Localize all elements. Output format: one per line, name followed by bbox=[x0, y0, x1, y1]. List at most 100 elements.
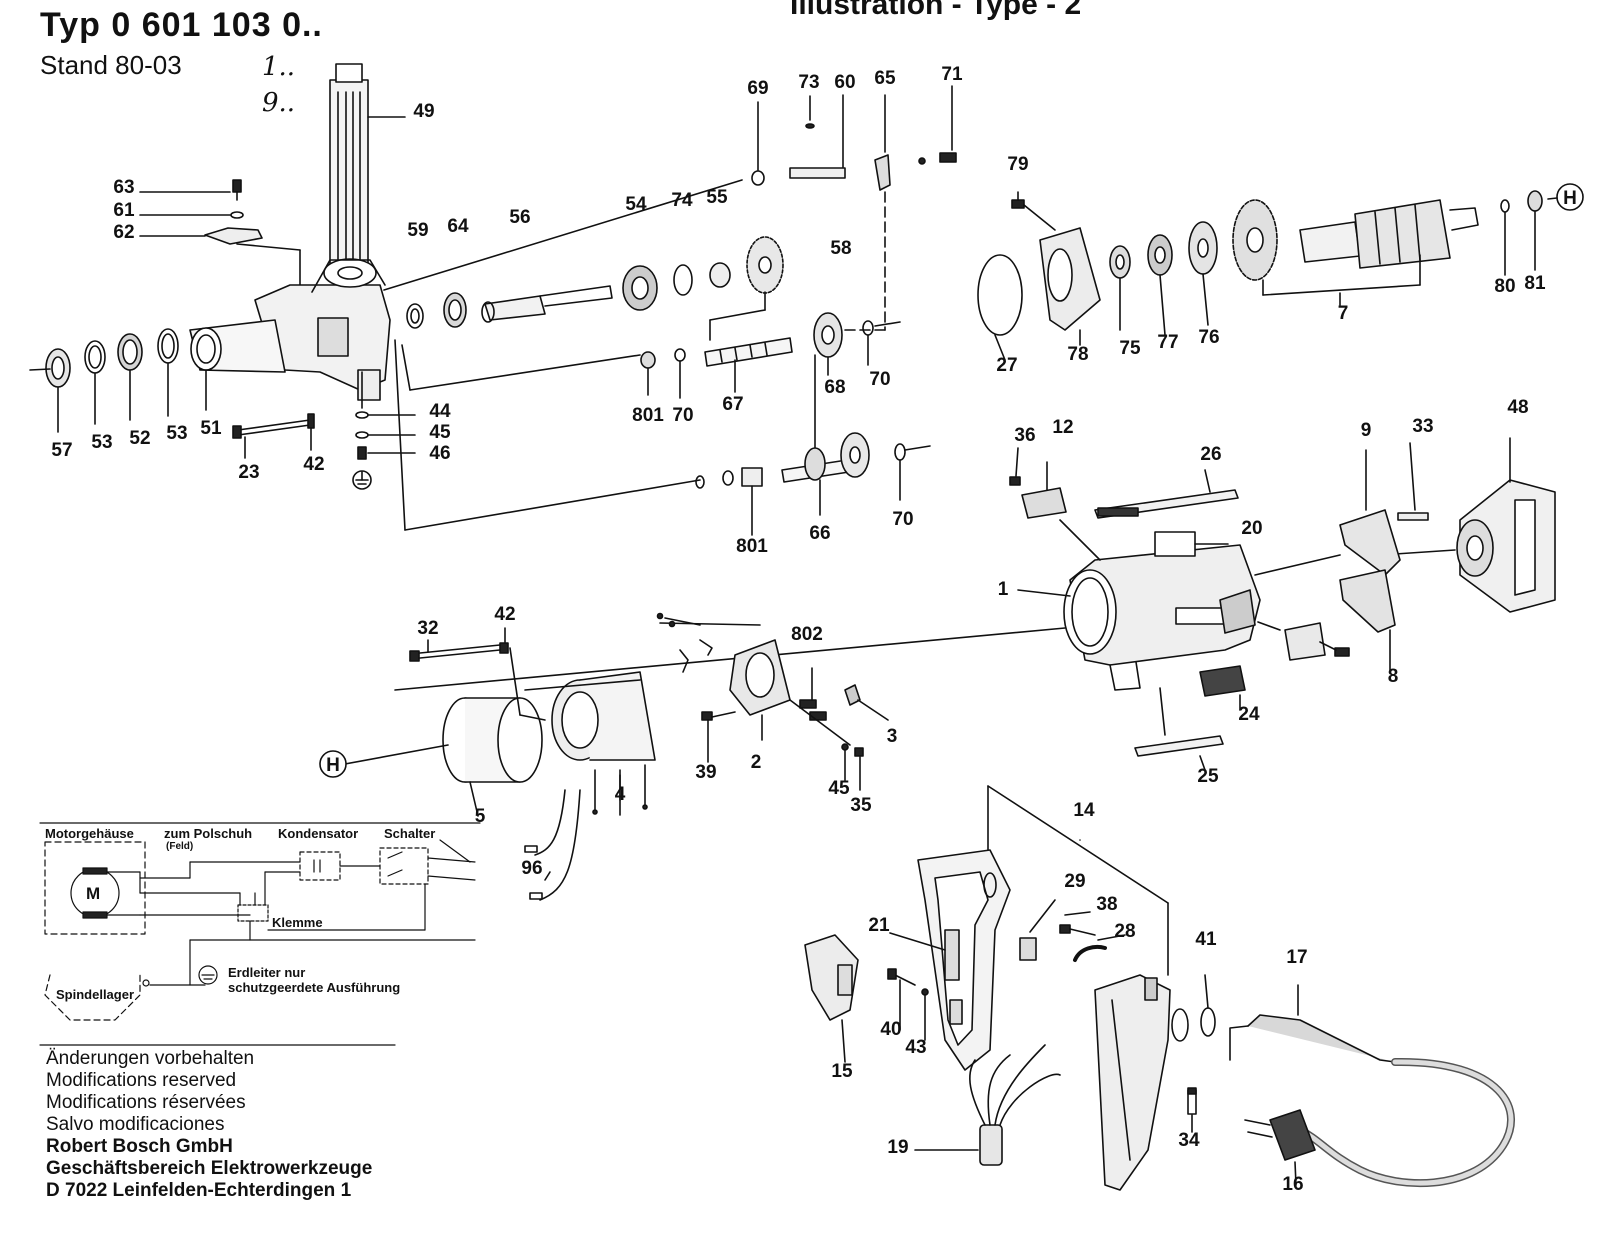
motor-symbol-label: M bbox=[86, 884, 101, 903]
part-number-label: 42 bbox=[494, 604, 515, 625]
motor-housing-part bbox=[1063, 544, 1261, 691]
footer-line: Modifications réservées bbox=[46, 1092, 246, 1113]
part-number-label: 57 bbox=[51, 440, 72, 461]
cable-bundle-19 bbox=[969, 1044, 1061, 1166]
part-number-label: 53 bbox=[91, 432, 112, 453]
part-number-label: 26 bbox=[1200, 444, 1221, 465]
part-number-label: 20 bbox=[1241, 518, 1262, 539]
part-number-label: 39 bbox=[695, 762, 716, 783]
footer-company: Robert Bosch GmbH bbox=[46, 1136, 233, 1157]
gear-shaft-56 bbox=[406, 236, 784, 329]
handwritten-note-1: 1.. bbox=[262, 52, 296, 82]
part-number-label: 16 bbox=[1282, 1174, 1303, 1195]
part-number-label: 4 bbox=[615, 784, 626, 805]
cover-plate bbox=[1284, 622, 1350, 661]
rear-cover-48 bbox=[1456, 479, 1556, 613]
part-number-label: 15 bbox=[831, 1061, 853, 1082]
part-number-label: 67 bbox=[722, 394, 743, 415]
part-number-label: 5 bbox=[475, 806, 486, 827]
part-number-label: 53 bbox=[166, 423, 187, 444]
h-marker-label: H bbox=[1563, 188, 1577, 209]
part-number-label: 21 bbox=[868, 915, 890, 936]
part-number-label: 33 bbox=[1412, 416, 1433, 437]
switch-part-8 bbox=[1339, 569, 1396, 633]
earth-line-label-1: Erdleiter nur bbox=[228, 965, 306, 980]
part-number-label: 3 bbox=[887, 726, 898, 747]
part-number-label: 29 bbox=[1064, 871, 1085, 892]
gear-housing-part bbox=[189, 258, 391, 401]
spindle-bearing-label: Spindellager bbox=[56, 987, 135, 1002]
part-number-label: 24 bbox=[1238, 704, 1260, 725]
footer-address: D 7022 Leinfelden-Echterdingen 1 bbox=[46, 1180, 352, 1201]
part-number-label: 96 bbox=[521, 858, 542, 879]
part-number-label: 42 bbox=[303, 454, 324, 475]
part-number-label: 71 bbox=[941, 64, 963, 85]
part-number-label: 64 bbox=[447, 216, 469, 237]
part-number-label: 19 bbox=[887, 1137, 908, 1158]
type-title: Typ 0 601 103 0.. bbox=[40, 6, 323, 44]
stand-date: Stand 80-03 bbox=[40, 50, 182, 80]
motor-housing-label: Motorgehäuse bbox=[45, 826, 134, 841]
part-number-label: 12 bbox=[1052, 417, 1073, 438]
part-number-label: 69 bbox=[747, 78, 768, 99]
screw-23 bbox=[232, 413, 315, 439]
h-marker-label: H bbox=[326, 755, 340, 776]
part-number-label: 45 bbox=[429, 422, 451, 443]
part-number-label: 14 bbox=[1073, 800, 1095, 821]
handle-half-right bbox=[1094, 974, 1189, 1191]
part-number-label: 49 bbox=[413, 101, 434, 122]
part-number-label: 41 bbox=[1195, 929, 1217, 950]
brush-holder-2 bbox=[701, 639, 864, 757]
part-number-label: 25 bbox=[1197, 766, 1219, 787]
part-number-label: 35 bbox=[850, 795, 872, 816]
gear-shaft-66 bbox=[695, 432, 906, 489]
part-number-label: 54 bbox=[625, 194, 647, 215]
part-number-label: 76 bbox=[1198, 327, 1219, 348]
screw-63 bbox=[204, 179, 263, 245]
vent-grid-24 bbox=[1199, 665, 1246, 697]
footer-line: Änderungen vorbehalten bbox=[46, 1048, 255, 1069]
footer-line: Modifications reserved bbox=[46, 1070, 237, 1091]
part-number-label: 48 bbox=[1507, 397, 1528, 418]
part-number-label: 77 bbox=[1157, 332, 1178, 353]
part-number-label: 79 bbox=[1007, 154, 1028, 175]
armature-part bbox=[977, 190, 1543, 336]
part-number-label: 27 bbox=[996, 355, 1017, 376]
terminal-cover-12 bbox=[1009, 476, 1067, 519]
part-number-label: 40 bbox=[880, 1019, 901, 1040]
part-number-label: 28 bbox=[1114, 921, 1135, 942]
part-number-label: 66 bbox=[809, 523, 830, 544]
part-number-label: 45 bbox=[828, 778, 850, 799]
part-number-label: 38 bbox=[1096, 894, 1117, 915]
part-number-label: 68 bbox=[824, 377, 845, 398]
part-number-label: 63 bbox=[113, 177, 134, 198]
part-number-label: 7 bbox=[1338, 303, 1349, 324]
h-marker-top bbox=[1547, 183, 1584, 211]
footer-notice: Änderungen vorbehalten Modifications res… bbox=[46, 1048, 372, 1202]
bearing-stack-left bbox=[45, 328, 179, 388]
part-number-label: 44 bbox=[429, 401, 451, 422]
part-number-label: 17 bbox=[1286, 947, 1307, 968]
part-number-label: 70 bbox=[869, 369, 890, 390]
footer-line: Salvo modificaciones bbox=[46, 1114, 225, 1135]
part-number-label: 81 bbox=[1524, 273, 1546, 294]
part-number-label: 74 bbox=[671, 190, 693, 211]
mains-cable-16-17 bbox=[1229, 1014, 1515, 1188]
part-number-label: 70 bbox=[892, 509, 913, 530]
shaft-60 bbox=[751, 123, 957, 191]
part-number-label: 801 bbox=[736, 536, 768, 557]
part-number-label: 36 bbox=[1014, 425, 1035, 446]
field-coil-4 bbox=[551, 671, 656, 816]
switch-housing-9 bbox=[1339, 509, 1429, 576]
pole-shoe-label: zum Polschuh bbox=[164, 826, 253, 841]
terminal-label: Klemme bbox=[272, 915, 323, 930]
part-number-label: 51 bbox=[200, 418, 222, 439]
part-number-label: 56 bbox=[509, 207, 530, 228]
switch-label: Schalter bbox=[384, 826, 436, 841]
pinion-shaft-67 bbox=[640, 312, 874, 369]
part-number-label: 55 bbox=[706, 187, 728, 208]
part-number-label: 65 bbox=[874, 68, 896, 89]
clip-29 bbox=[1019, 937, 1037, 961]
part-number-label: 75 bbox=[1119, 338, 1141, 359]
